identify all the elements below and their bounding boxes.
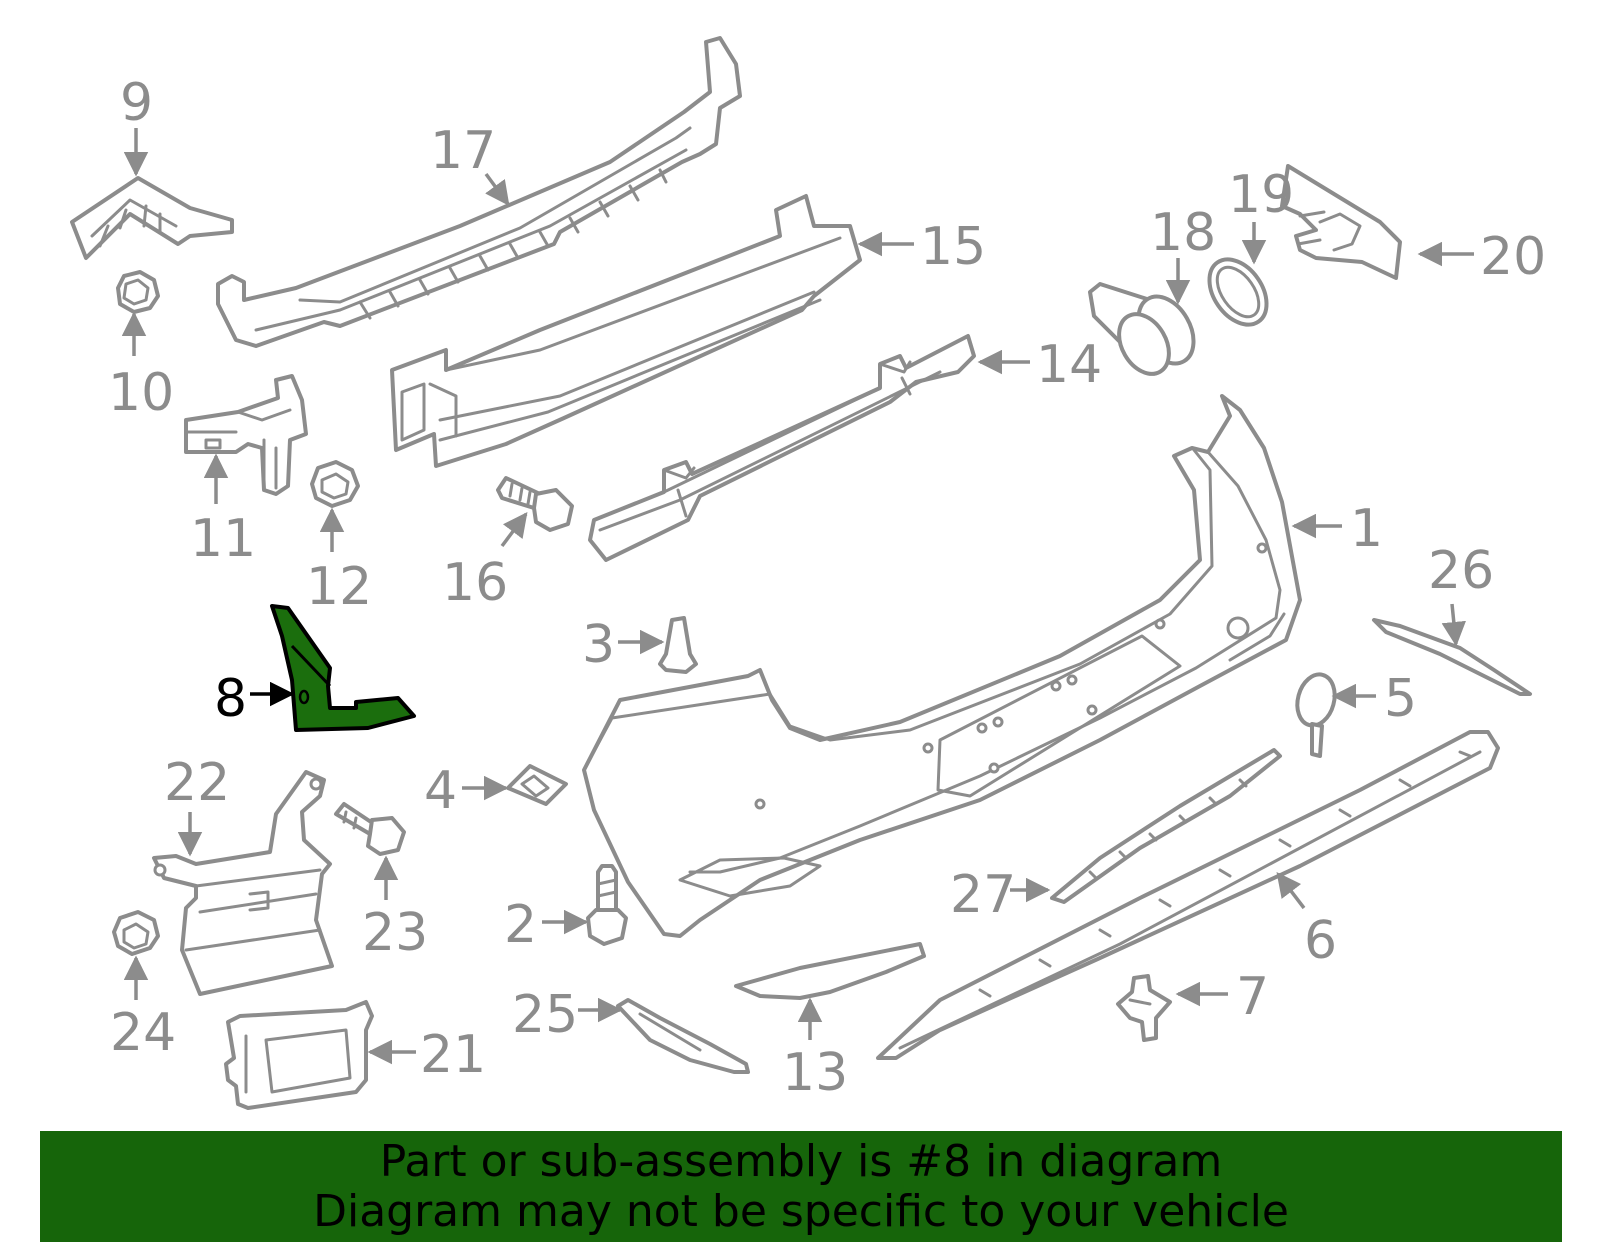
callout-labels: 9 10 11 12 17 15 14 16 18 19 20 1 3 4 5 … [108, 73, 1546, 1103]
callout-6[interactable]: 6 [1304, 911, 1337, 971]
part-17-absorber[interactable] [216, 36, 742, 348]
callout-16[interactable]: 16 [442, 553, 508, 613]
callout-13[interactable]: 13 [782, 1043, 848, 1103]
part-4-clip[interactable] [506, 764, 568, 806]
arrow-26 [1441, 603, 1466, 647]
arrow-6 [1276, 872, 1306, 910]
callout-arrows [121, 128, 1474, 1065]
part-3-pin[interactable] [658, 616, 698, 674]
part-21-bracket[interactable] [224, 1000, 374, 1110]
part-8-highlighted-bracket[interactable] [270, 604, 416, 732]
callout-22[interactable]: 22 [164, 753, 230, 813]
callout-7[interactable]: 7 [1236, 967, 1269, 1027]
part-16-bolt[interactable] [496, 476, 574, 532]
part-22-bracket[interactable] [152, 770, 334, 996]
part-23-bolt[interactable] [334, 802, 406, 856]
callout-3[interactable]: 3 [582, 615, 615, 675]
callout-4[interactable]: 4 [424, 761, 457, 821]
callout-10[interactable]: 10 [108, 363, 174, 423]
part-2-bolt[interactable] [586, 864, 628, 946]
callout-20[interactable]: 20 [1480, 227, 1546, 287]
part-12-nut[interactable] [310, 460, 360, 508]
part-27-strip[interactable] [1050, 748, 1282, 904]
part-14-absorber[interactable] [588, 334, 976, 562]
banner-line-2: Diagram may not be specific to your vehi… [313, 1186, 1289, 1237]
arrow-16 [500, 512, 528, 548]
part-11-bracket[interactable] [184, 374, 308, 496]
callout-25[interactable]: 25 [512, 985, 578, 1045]
part-15-reinforcement[interactable] [390, 194, 862, 468]
callout-15[interactable]: 15 [920, 217, 986, 277]
part-19-ring[interactable] [1198, 249, 1279, 336]
callout-24[interactable]: 24 [110, 1003, 176, 1063]
part-13-reflector[interactable] [734, 942, 926, 1000]
callout-5[interactable]: 5 [1384, 669, 1417, 729]
part-24-nut[interactable] [112, 910, 160, 956]
callout-12[interactable]: 12 [306, 557, 372, 617]
part-20-bracket[interactable] [1280, 164, 1402, 280]
callout-19[interactable]: 19 [1228, 165, 1294, 225]
callout-8[interactable]: 8 [214, 669, 247, 729]
callout-23[interactable]: 23 [362, 903, 428, 963]
arrow-17 [484, 172, 510, 206]
callout-27[interactable]: 27 [950, 865, 1016, 925]
part-1-bumper-cover[interactable] [582, 394, 1302, 938]
part-7-clip[interactable] [1116, 974, 1172, 1042]
callout-26[interactable]: 26 [1428, 541, 1494, 601]
part-6-trim[interactable] [876, 730, 1500, 1060]
info-banner: Part or sub-assembly is #8 in diagram Di… [40, 1131, 1562, 1242]
banner-line-1: Part or sub-assembly is #8 in diagram [379, 1136, 1223, 1187]
callout-14[interactable]: 14 [1036, 335, 1102, 395]
part-9-bracket[interactable] [70, 176, 234, 260]
callout-2[interactable]: 2 [504, 895, 537, 955]
callout-11[interactable]: 11 [190, 509, 256, 569]
part-5-sensor-bracket[interactable] [1292, 670, 1340, 758]
callout-1[interactable]: 1 [1350, 499, 1383, 559]
part-25-reflector[interactable] [616, 998, 750, 1074]
callout-21[interactable]: 21 [420, 1025, 486, 1085]
part-10-nut[interactable] [116, 270, 160, 314]
callout-18[interactable]: 18 [1150, 203, 1216, 263]
part-18-sensor[interactable] [1088, 282, 1205, 383]
part-26-strip[interactable] [1372, 618, 1532, 696]
callout-17[interactable]: 17 [430, 121, 496, 181]
callout-9[interactable]: 9 [120, 73, 153, 133]
